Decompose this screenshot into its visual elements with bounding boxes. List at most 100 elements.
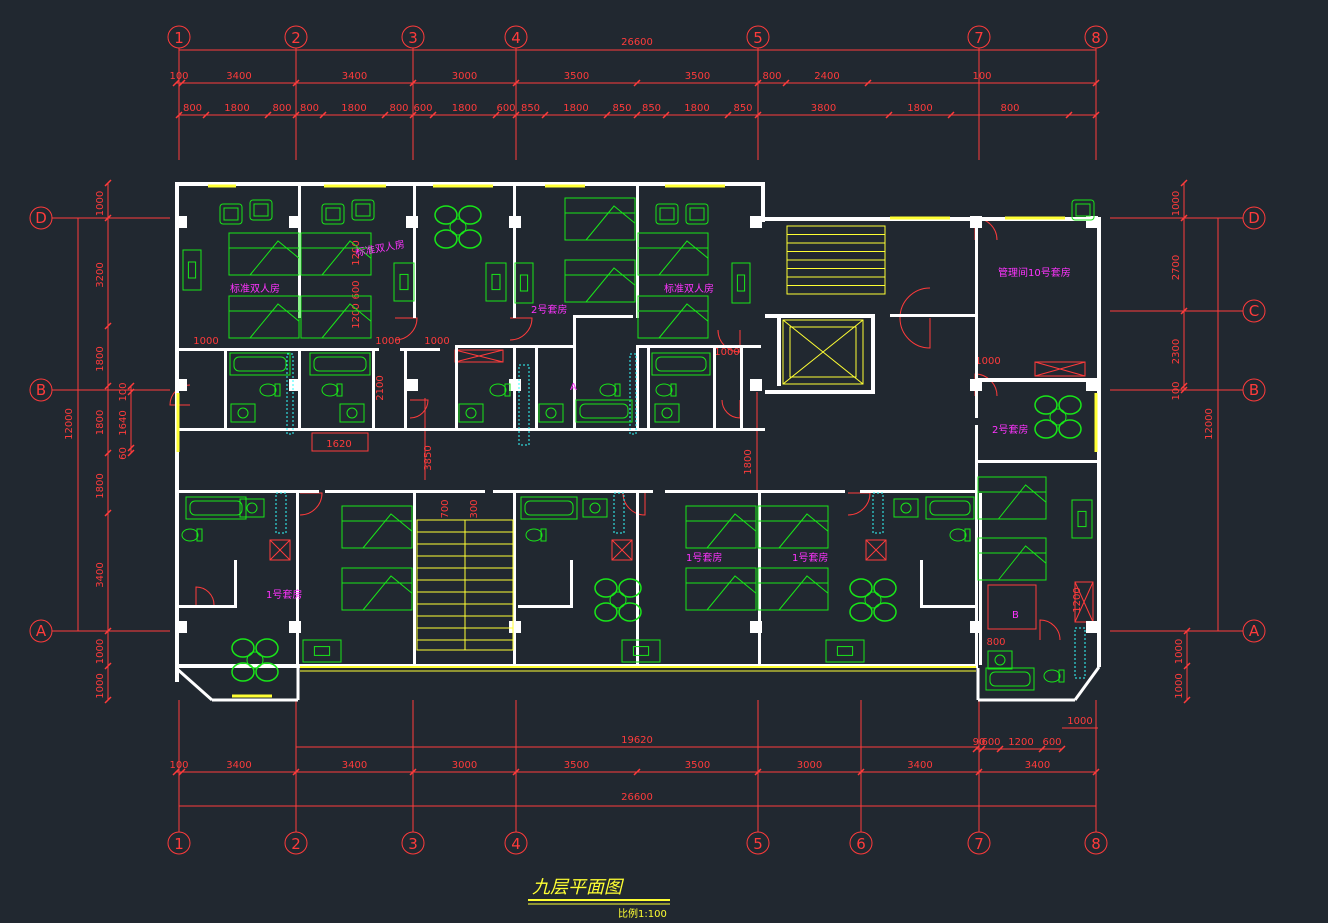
toilet-5-tank bbox=[196, 528, 203, 542]
wall-corridor-south-3 bbox=[493, 490, 653, 493]
bathtub-1-inner bbox=[313, 356, 367, 372]
sink-8-basin bbox=[994, 654, 1006, 666]
closet-x-b-1 bbox=[1034, 361, 1086, 377]
dim-top-row1-tick bbox=[782, 79, 790, 87]
dim-interior-text: 1200 bbox=[351, 240, 362, 265]
table-set-2-chair bbox=[231, 662, 255, 682]
dim-bottom-right-1000-text: 1000 bbox=[1067, 716, 1092, 727]
dim-bottom-row1-text: 3400 bbox=[226, 760, 251, 771]
mark-a: A bbox=[570, 382, 577, 393]
axis-label-bottom: 8 bbox=[1091, 835, 1101, 853]
armchair-3-seat bbox=[355, 203, 371, 217]
wall-bay-left bbox=[179, 605, 237, 608]
wall-partition-bottom-3 bbox=[636, 493, 639, 665]
dim-bottom-row1-text: 3000 bbox=[452, 760, 477, 771]
dim-bottom-row1-tick bbox=[633, 768, 641, 776]
dim-top-row2-tick bbox=[409, 111, 417, 119]
door-13 bbox=[195, 586, 215, 606]
dim-bottom-row1-tick bbox=[975, 768, 983, 776]
wall-partition-top-1 bbox=[413, 186, 416, 318]
bathtub-6 bbox=[925, 496, 975, 520]
table-set-2 bbox=[231, 638, 279, 682]
glass-partition-4 bbox=[613, 492, 625, 534]
wall-corridor-south-2 bbox=[325, 490, 485, 493]
armchair-5-seat bbox=[689, 207, 705, 221]
table-set-3-chair bbox=[618, 578, 642, 598]
column-17 bbox=[750, 621, 762, 633]
dim-top-row2-tick bbox=[885, 111, 893, 119]
bed-10 bbox=[685, 505, 757, 549]
dim-interior-box bbox=[311, 432, 369, 452]
dim-top-row2-text: 800 bbox=[389, 103, 408, 114]
axis-label-right: A bbox=[1249, 622, 1260, 640]
dim-right-tick bbox=[1180, 307, 1188, 315]
dim-top-row2-text: 800 bbox=[300, 103, 319, 114]
dim-top-row2-tick bbox=[202, 111, 210, 119]
dim-top-row2-tick bbox=[1065, 111, 1073, 119]
bathtub-0-inner bbox=[233, 356, 287, 372]
dim-left-inner-tick bbox=[127, 388, 135, 396]
sink-5 bbox=[239, 498, 265, 518]
toilet-6 bbox=[525, 528, 543, 542]
column-7 bbox=[175, 379, 187, 391]
dim-top-row2-text: 1800 bbox=[563, 103, 588, 114]
column-8 bbox=[289, 379, 301, 391]
table-set-1-top bbox=[1049, 408, 1067, 426]
dim-left-inner-tick bbox=[127, 444, 135, 452]
room-label-suite1-mid2: 1号套房 bbox=[792, 551, 828, 564]
dim-bottom-row1-text: 3400 bbox=[342, 760, 367, 771]
table-set-3-chair bbox=[594, 602, 618, 622]
dim-bottom-right-text: 600 bbox=[981, 737, 1000, 748]
wall-exterior-corner-left bbox=[175, 666, 213, 702]
wall-partition-bottom-2 bbox=[513, 493, 516, 665]
bed-13 bbox=[757, 567, 829, 611]
axis-label-right: B bbox=[1249, 381, 1259, 399]
dim-top-row1-text: 2400 bbox=[814, 71, 839, 82]
bed-12-sheet bbox=[778, 513, 829, 549]
armchair-2-seat bbox=[325, 207, 341, 221]
wall-bath-top-left bbox=[179, 348, 379, 351]
axis-label-bottom: 1 bbox=[174, 835, 184, 853]
dim-top-row2-text: 3800 bbox=[811, 103, 836, 114]
wall-corridor-north bbox=[179, 428, 765, 431]
sink-1-basin bbox=[346, 407, 358, 419]
dim-left-tick bbox=[104, 179, 112, 187]
dim-bottom-right-text: 1200 bbox=[1008, 737, 1033, 748]
bed-7-sheet bbox=[658, 303, 709, 339]
dim-top-row2-tick bbox=[175, 111, 183, 119]
desk-5-tv bbox=[313, 646, 331, 656]
room-label-std-1: 标准双人房 bbox=[230, 282, 280, 295]
dim-top-row2-text: 850 bbox=[733, 103, 752, 114]
dim-top-row1-text: 3400 bbox=[226, 71, 251, 82]
wall-elevator-left bbox=[777, 316, 781, 386]
wall-exterior-corner-right bbox=[1073, 666, 1101, 701]
glass-partition-2 bbox=[629, 353, 637, 435]
table-set-1-chair bbox=[1034, 395, 1058, 415]
dim-top-row2-text: 800 bbox=[272, 103, 291, 114]
dim-left-tick bbox=[104, 627, 112, 635]
room-label-admin: 管理间10号套房 bbox=[998, 266, 1071, 279]
dim-top-row2-tick bbox=[633, 111, 641, 119]
dim-interior-text: 2100 bbox=[375, 375, 386, 400]
bathtub-7-inner bbox=[989, 671, 1031, 687]
wall-partition-bottom-1 bbox=[413, 493, 416, 665]
wall-partition-bottom-5 bbox=[979, 493, 982, 665]
closet-x-b-3 bbox=[611, 539, 633, 561]
door-4 bbox=[409, 399, 429, 419]
axis-label-top: 1 bbox=[174, 29, 184, 47]
dim-top-row2-text: 1800 bbox=[224, 103, 249, 114]
drawing-title: 九层平面图 bbox=[532, 877, 625, 898]
column-4 bbox=[750, 216, 762, 228]
wall-partition-top-2 bbox=[513, 186, 516, 318]
table-set-2-chair bbox=[231, 638, 255, 658]
armchair-4-seat bbox=[659, 207, 675, 221]
wall-core-bottom bbox=[765, 390, 875, 394]
dim-left-inner-tick bbox=[127, 449, 135, 457]
column-15 bbox=[289, 621, 301, 633]
axis-label-top: 3 bbox=[408, 29, 418, 47]
dim-right-tick bbox=[1180, 382, 1188, 390]
bed-9-sheet bbox=[362, 575, 413, 611]
table-set-4-chair bbox=[873, 578, 897, 598]
desk-6 bbox=[621, 639, 661, 663]
